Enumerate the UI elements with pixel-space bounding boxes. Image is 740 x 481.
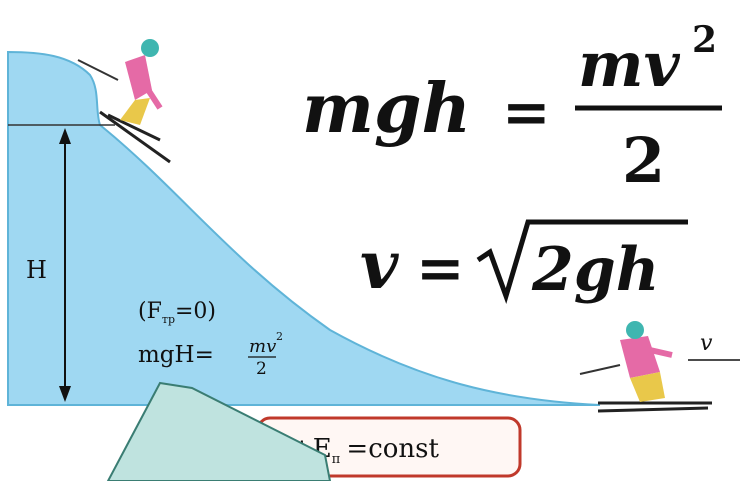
formula2-equals: = [416,234,465,302]
formula1-numerator: mv [578,28,681,101]
formula1-denominator: 2 [622,124,665,197]
sqrt-symbol [476,219,688,304]
formula1-equals: = [502,78,551,146]
friction-note: (Fтр=0) [138,299,216,326]
formula-v: v [360,226,399,304]
skier-top-icon [77,39,171,164]
energy-equation-denominator: 2 [256,359,267,379]
formula-mgh: mgh [302,69,471,149]
height-arrow-icon [59,128,71,402]
formula-edge-mask [688,215,740,335]
energy-equation-exponent: 2 [276,330,283,343]
teal-overlay-shape [106,381,332,481]
height-label: H [26,256,47,284]
ski-slope [7,50,601,406]
skier-bottom-icon [579,321,712,413]
formula2-radicand: 2gh [531,235,659,305]
formula1-exponent: 2 [692,19,717,61]
velocity-label: v̄ [700,331,713,356]
energy-equation-numerator: mv [249,336,276,357]
energy-equation-left: mgH= [138,342,214,368]
